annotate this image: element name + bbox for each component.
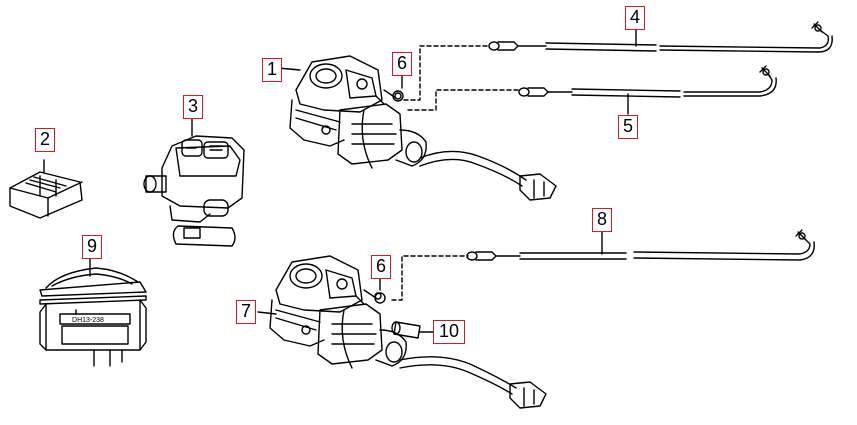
- callout-9: 9: [82, 235, 102, 259]
- callout-7: 7: [236, 300, 256, 324]
- part-6-clip-upper: [392, 75, 404, 102]
- callout-8: 8: [592, 208, 612, 232]
- part-10-pin: [391, 321, 435, 339]
- part-3-switch: [143, 114, 245, 247]
- callout-10: 10: [433, 320, 465, 344]
- dashed-leaders: [391, 45, 521, 301]
- part-8-cable: [466, 229, 815, 261]
- part-7-actuator-motor: [257, 255, 547, 409]
- part-5-cable: [518, 65, 777, 115]
- callout-1: 1: [262, 58, 282, 82]
- part-9-rocker-switch: [39, 255, 147, 367]
- callout-3: 3: [183, 95, 203, 119]
- callout-4: 4: [625, 6, 645, 30]
- callout-2: 2: [35, 128, 55, 152]
- switch-marking: DH13-238: [72, 317, 104, 324]
- part-4-cable: [488, 21, 833, 53]
- callout-6-upper: 6: [392, 52, 412, 76]
- part-6-clip-lower: [374, 277, 386, 304]
- callout-5: 5: [618, 115, 638, 139]
- part-1-actuator-motor: [277, 55, 557, 201]
- callout-6-lower: 6: [371, 255, 391, 279]
- part-2-fuse-block: [9, 159, 83, 219]
